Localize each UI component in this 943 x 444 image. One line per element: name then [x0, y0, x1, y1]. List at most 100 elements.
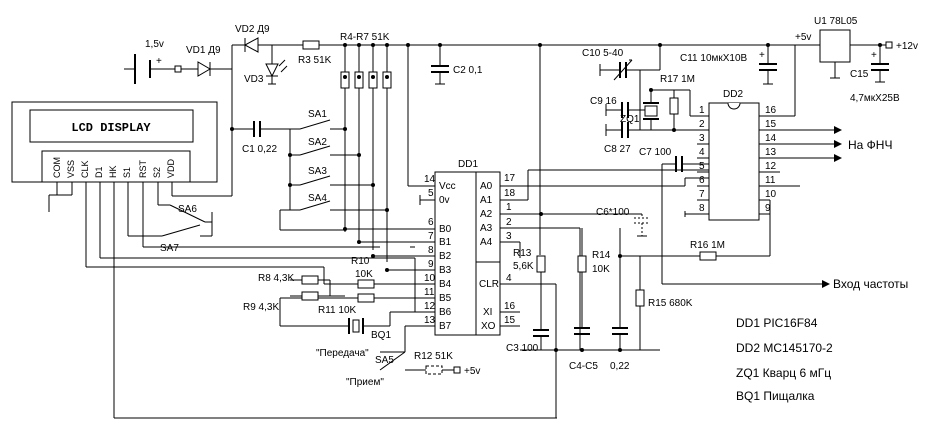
dd1-pinnum-6: 6	[428, 217, 434, 228]
switch-sa6: SA6	[169, 204, 213, 223]
vd2-label: VD2 Д9	[235, 24, 270, 35]
sa3-label: SA3	[308, 166, 327, 177]
dd1-pin-b6: B6	[439, 307, 452, 318]
resistor-r14: R14 10K	[577, 228, 611, 328]
lcd-title: LCD DISPLAY	[71, 121, 151, 135]
r13-value: 5,6K	[513, 261, 534, 272]
sa7-label: SA7	[160, 243, 179, 254]
lcd-pin-vss: VSS	[66, 160, 76, 178]
dd1-pin-a0: A0	[480, 181, 493, 192]
c2-label: C2 0,1	[453, 65, 483, 76]
plus5v-bus: +5v	[440, 32, 820, 117]
switch-sa2: SA2	[299, 137, 361, 157]
sa4-label: SA4	[308, 193, 327, 204]
dd1-pin-clr: CLR	[479, 279, 499, 290]
c3-label: C3 100	[506, 343, 539, 354]
capacitor-c11: C11 10мкX10B +	[680, 43, 777, 85]
resistor-r11: R11 10K	[318, 293, 380, 316]
switch-sa7: SA7	[160, 222, 213, 254]
dd1-pinnum-7: 7	[428, 231, 434, 242]
dd2-pinnum-7: 7	[699, 189, 705, 200]
r12-plus5v: +5v	[464, 366, 480, 377]
diode-vd2: VD2 Д9	[232, 24, 272, 53]
dd1-pinnum-15: 15	[504, 315, 516, 326]
dd1-pin-b3: B3	[439, 265, 452, 276]
resistor-r9: R9 4,3K	[243, 291, 345, 313]
vd1-label: VD1 Д9	[186, 45, 221, 56]
dd2-pinnum-10: 10	[765, 189, 777, 200]
capacitor-c15: + C15 4,7мкX25B	[850, 43, 900, 104]
dd2-pinnum-12: 12	[765, 161, 777, 172]
capacitor-c4: C4-C5	[569, 327, 598, 372]
dd2-pinnum-9: 9	[765, 203, 771, 214]
c45-value: 0,22	[610, 361, 630, 372]
dd2-pinnum-11: 11	[765, 175, 776, 186]
dd1-pin-b1: B1	[439, 237, 452, 248]
r11-label: R11 10K	[318, 305, 357, 316]
capacitor-c7: C7 100	[639, 147, 709, 172]
regulator-u1: U1 78L05 +12v	[814, 16, 918, 79]
battery-label: 1,5v	[145, 39, 164, 50]
dd1-ground	[554, 284, 558, 418]
dd1-pinnum-14: 14	[424, 174, 436, 185]
tx-label: "Передача"	[316, 348, 369, 359]
dd1-pinnum-2: 2	[506, 217, 512, 228]
zq1-label: ZQ1	[620, 114, 640, 125]
c11-label: C11 10мкX10B	[680, 53, 748, 64]
resistor-r12: +5v R12 51K	[405, 351, 480, 377]
resistor-array-r4-r7: R4-R7 51K	[340, 32, 392, 262]
dd1-pinnum-13: 13	[424, 315, 436, 326]
dd2-pinnum-2: 2	[699, 119, 705, 130]
crystal-oscillator: C10 5-40 C9 16 ZQ1 C8 27 R17 1M	[582, 43, 697, 155]
u1-label: U1 78L05	[814, 16, 858, 27]
plus5v-label: +5v	[795, 32, 811, 43]
bq1-label: BQ1	[371, 330, 391, 341]
svg-text:+: +	[759, 50, 765, 61]
c10-label: C10 5-40	[582, 48, 624, 59]
dd1-pinnum-10: 10	[424, 273, 436, 284]
capacitor-c1: C1 0,22	[230, 121, 290, 155]
plus12v-label: +12v	[896, 41, 918, 52]
lcd-display: LCD DISPLAY COM VSS CLK D1 HK S1 RST S2 …	[11, 101, 218, 183]
lcd-pin-s2: S2	[152, 167, 162, 178]
legend-bq1: BQ1 Пищалка	[736, 389, 815, 403]
resistor-r15: R15 680K	[618, 254, 693, 350]
c15-value: 4,7мкX25B	[850, 93, 900, 104]
dd2-pinnum-4: 4	[699, 147, 705, 158]
c4c5-label: C4-C5	[569, 361, 598, 372]
r17-label: R17 1M	[660, 74, 695, 85]
lcd-pin-wires	[48, 45, 557, 419]
resistor-r8: R8 4,3K	[258, 273, 331, 296]
lcd-pin-rst: RST	[138, 159, 148, 178]
dd1-pin-b4: B4	[439, 279, 452, 290]
capacitor-c3: C3 100	[506, 329, 660, 354]
lcd-pin-com: COM	[52, 157, 62, 178]
sa2-label: SA2	[308, 137, 327, 148]
dd2-pinnum-3: 3	[699, 133, 705, 144]
dd1-pin-b0: B0	[439, 224, 452, 235]
vd3-label: VD3	[244, 74, 264, 85]
r9-label: R9 4,3K	[243, 302, 279, 313]
svg-text:+: +	[871, 50, 877, 61]
dd1-pinnum-18: 18	[504, 188, 516, 199]
sa6-label: SA6	[178, 204, 197, 215]
c6-label: C6*100	[596, 207, 630, 218]
dd1-pin-vcc: Vcc	[439, 181, 456, 192]
switch-sa4: SA4	[299, 193, 389, 212]
r4r7-label: R4-R7 51K	[340, 32, 390, 43]
switch-common-bus	[279, 128, 345, 231]
r14-label: R14	[592, 250, 611, 261]
switch-sa5: "Передача" SA5 "Прием"	[316, 325, 435, 388]
dd1-pinnum-1: 1	[506, 202, 512, 213]
dd1-pinnum-17: 17	[504, 173, 516, 184]
parts-legend: DD1 PIC16F84 DD2 MC145170-2 ZQ1 Кварц 6 …	[736, 316, 833, 403]
lcd-pin-clk: CLK	[80, 160, 90, 178]
dd1-pinnum-4: 4	[506, 273, 512, 284]
r16-label: R16 1M	[690, 240, 725, 251]
legend-dd1: DD1 PIC16F84	[736, 316, 818, 330]
dd1-label: DD1	[458, 159, 478, 170]
dd1-pinnum-11: 11	[424, 287, 435, 298]
diode-vd1: VD1 Д9	[181, 45, 232, 77]
nfch-label: На ФНЧ	[848, 138, 892, 152]
